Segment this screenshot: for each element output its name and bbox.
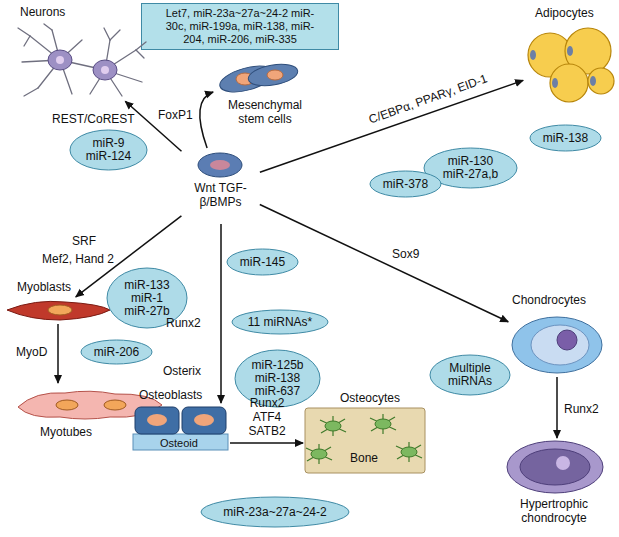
factor-label: Osteoid (160, 436, 198, 450)
adipocyte-figure: Adipocytes (525, 25, 615, 103)
factor-label: REST/CoREST (52, 112, 135, 126)
neuron-figure: Neurons (10, 22, 150, 100)
node-text: Let7, miR-23a~27a~24-2 miR-30c, miR-199a… (161, 7, 319, 46)
ellipse-fill (201, 497, 349, 527)
ellipse-fill (232, 310, 328, 334)
chondrocyte-figure: Chondrocytes (510, 315, 605, 375)
mirna-ellipse: miR-138 (529, 124, 602, 152)
mirna-ellipse: miR-378 (369, 170, 442, 198)
factor-label: Runx2 ATF4 SATB2 (246, 396, 288, 438)
chondro-drawing (510, 315, 605, 375)
factor-label: MyoD (16, 345, 47, 359)
mirna-ellipse: miR-145 (226, 248, 299, 276)
node-text: miR-23a~27a~24-2 (223, 506, 326, 519)
cell-label: Chondrocytes (512, 293, 602, 307)
cell-label: Wnt TGF-β/BMPs (183, 181, 258, 209)
factor-label: Runx2 (564, 402, 599, 416)
neuron-drawing (10, 22, 150, 100)
mirna-ellipse: miR-9 miR-124 (69, 129, 148, 171)
factor-label: Mef2, Hand 2 (42, 252, 114, 266)
cell-label: Hypertrophic chondrocyte (508, 497, 600, 525)
msc-drawing (215, 58, 300, 95)
factor-label: Runx2 (166, 316, 201, 330)
node-text: miR-138 (543, 132, 588, 145)
adipo-drawing (525, 25, 615, 103)
factor-label: C/EBPα, PPARγ, EID-1 (367, 71, 489, 126)
cell-label: Adipocytes (535, 6, 610, 20)
factor-label: SRF (72, 234, 96, 248)
factor-label: FoxP1 (158, 108, 193, 122)
node-text: miR-125b miR-138 miR-637 (250, 359, 306, 398)
factor-label: Sox9 (392, 247, 419, 261)
node-text: Multiple miRNAs (444, 362, 496, 388)
ellipse-fill (370, 171, 441, 197)
node-text: miR-133 miR-1 miR-27b (121, 279, 173, 318)
hypertrophic-chondrocyte-figure: Hypertrophic chondrocyte (505, 440, 605, 495)
mirna-ellipse: miR-23a~27a~24-2 (200, 496, 350, 528)
progenitor-cell: Wnt TGF-β/BMPs (183, 150, 258, 222)
ellipse-fill (530, 125, 601, 151)
cell-label: Osteoblasts (139, 388, 219, 402)
mirna-ellipse: 11 miRNAs* (231, 309, 329, 335)
node-text: miR-206 (94, 346, 139, 359)
ellipse-fill (430, 355, 510, 395)
cell-label: Myoblasts (17, 280, 87, 294)
node-text: miR-9 miR-124 (84, 137, 134, 163)
factor-label: Osterix (163, 364, 201, 378)
stem-cell-figure: Mesenchymal stem cells (215, 58, 300, 95)
mirna-list-box: Let7, miR-23a~27a~24-2 miR-30c, miR-199a… (141, 3, 339, 50)
hyper-drawing (505, 440, 605, 495)
myoblast-drawing (5, 298, 112, 322)
node-text: miR-145 (240, 256, 285, 269)
ellipse-fill (227, 249, 298, 275)
myoblast-figure: Myoblasts (5, 298, 112, 322)
arrow-connector (200, 92, 213, 148)
node-text: 11 miRNAs* (248, 316, 312, 329)
arrow-connector (230, 442, 303, 444)
cell-label: Osteocytes (340, 391, 420, 405)
arrow-connector (220, 224, 222, 403)
factor-label: Bone (350, 451, 378, 465)
box-fill (142, 4, 339, 50)
arrow-connector (57, 324, 59, 383)
arrow-connector (556, 377, 558, 438)
node-text: miR-378 (383, 178, 428, 191)
ellipse-fill (70, 130, 147, 170)
node-text: miR-130 miR-27a,b (440, 155, 502, 181)
mirna-ellipse: miR-206 (80, 339, 153, 365)
mirna-ellipse: Multiple miRNAs (429, 354, 511, 396)
cell-label: Mesenchymal stem cells (225, 98, 305, 126)
cell-label: Myotubes (40, 425, 120, 439)
ellipse-fill (81, 340, 152, 364)
cell-label: Neurons (20, 5, 90, 19)
